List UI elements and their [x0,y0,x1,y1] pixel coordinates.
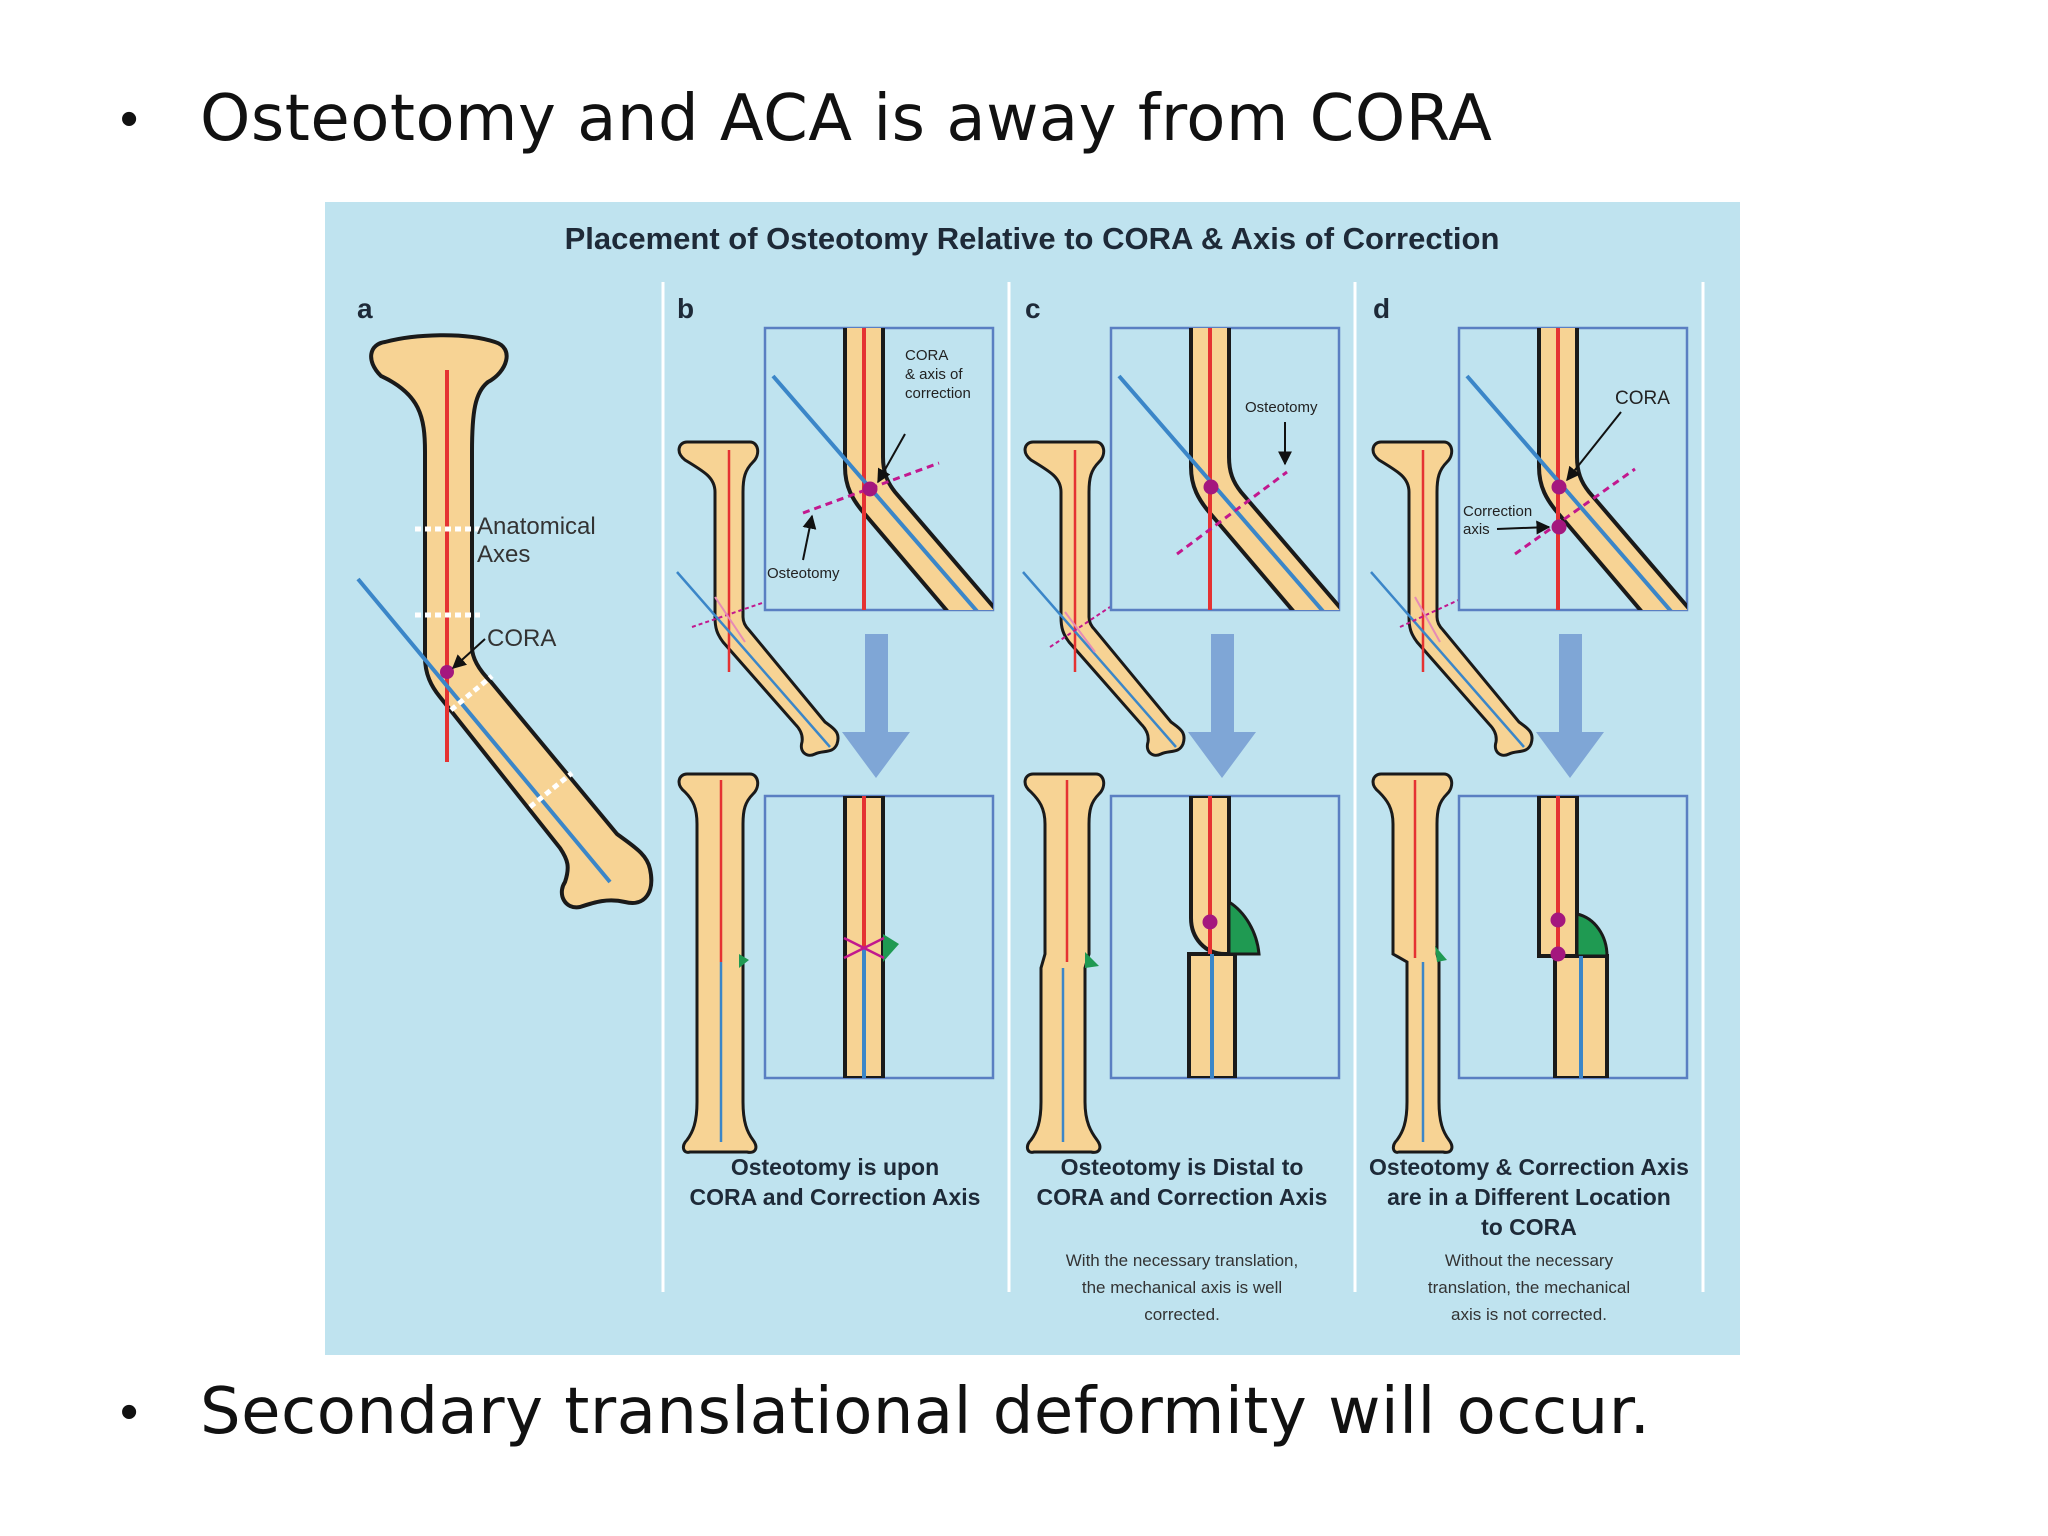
bullet-text-2: Secondary translational deformity will o… [200,1375,1651,1449]
small-corrected-bone [1371,772,1454,1154]
bullet-symbol: • [120,1383,139,1441]
caption-d-1: Osteotomy & Correction Axis [1369,1154,1689,1180]
bullet-item-2: • Secondary translational deformity will… [120,1375,1650,1449]
panel-letter-c: c [1025,293,1041,324]
panel-a: Anatomical Axes CORA [356,333,654,910]
measurement-marker [528,771,574,809]
note-d-2: translation, the mechanical [1428,1278,1630,1297]
bullet-item-1: • Osteotomy and ACA is away from CORA [120,82,1492,156]
cora-point-c [1203,479,1219,495]
note-c-3: corrected. [1144,1305,1220,1324]
small-corrected-bone [1023,772,1106,1154]
arrow-down-c [1188,634,1256,778]
correction-axis-point-d [1551,519,1567,535]
anatomical-axis-distal [356,577,612,884]
label-cora: CORA [487,625,556,652]
small-wedge [739,954,749,968]
panel-d: CORA Correction axis Osteotomy & Correct… [1369,326,1689,1324]
small-axis-blue [676,571,831,748]
small-axis-blue [1370,571,1525,748]
panel-c: Osteotomy Osteotomy is Distal to CORA an… [1022,326,1341,1324]
label-anatomical-axes: Anatomical [477,513,596,540]
small-deformed-bone [1023,440,1186,757]
figure-title: Placement of Osteotomy Relative to CORA … [565,221,1500,256]
panel-letter-a: a [357,293,373,324]
cora-pointer [451,638,486,669]
measurement-marker [449,674,494,712]
callout-pointer-b [877,433,906,484]
callout-pointer-d2 [1496,520,1551,535]
panel-letter-d: d [1373,293,1390,324]
small-osteotomy-line [1049,606,1111,648]
caption-d-2: are in a Different Location [1387,1184,1671,1210]
bullet-text-1: Osteotomy and ACA is away from CORA [200,82,1493,156]
panel-b: CORA & axis of correction Osteotomy Oste… [676,326,995,1210]
caption-c-1: Osteotomy is Distal to [1061,1154,1304,1180]
cora-point-d [1551,479,1567,495]
callout-osteotomy-b: Osteotomy [767,565,840,582]
small-osteotomy-line [1414,596,1441,643]
label-anatomical-axes-2: Axes [477,541,530,568]
note-c-1: With the necessary translation, [1066,1251,1298,1270]
arrow-down-b [842,634,910,778]
caption-c-2: CORA and Correction Axis [1037,1184,1328,1210]
note-c-2: the mechanical axis is well [1082,1278,1282,1297]
callout-cora-d: CORA [1615,388,1670,409]
callout-pointer-b2 [802,514,817,561]
cora-point-b [862,481,878,497]
small-axis-blue [1022,571,1177,748]
small-deformed-bone [677,440,840,757]
osteotomy-diagram: Placement of Osteotomy Relative to CORA … [325,202,1740,1355]
small-deformed-bone [1371,440,1534,757]
callout-correction-d-2: axis [1463,521,1490,538]
note-d-3: axis is not corrected. [1451,1305,1607,1324]
cora-point [440,665,454,679]
callout-cora-b-3: correction [905,385,971,402]
bullet-symbol: • [120,90,139,148]
callout-osteotomy-c: Osteotomy [1245,399,1318,416]
caption-d-3: to CORA [1481,1214,1577,1240]
note-d-1: Without the necessary [1445,1251,1614,1270]
small-osteotomy-line [1064,611,1096,653]
arrow-down-d [1536,634,1604,778]
small-wedge [1435,946,1447,962]
osteotomy-line-d [1514,467,1636,556]
callout-correction-d-1: Correction [1463,503,1532,520]
small-corrected-bone [677,772,760,1154]
small-osteotomy-line [1399,596,1466,628]
panel-letter-b: b [677,293,694,324]
osteotomy-line-c [1176,470,1288,556]
small-osteotomy-line [714,596,746,643]
small-wedge [1085,952,1099,968]
callout-pointer-d [1566,411,1622,482]
callout-cora-b-1: CORA [905,347,948,364]
callout-cora-b-2: & axis of [905,366,963,383]
deformed-tibia-bone [369,333,654,910]
caption-b-2: CORA and Correction Axis [690,1184,981,1210]
small-osteotomy-line [691,601,766,628]
caption-b-1: Osteotomy is upon [731,1154,939,1180]
